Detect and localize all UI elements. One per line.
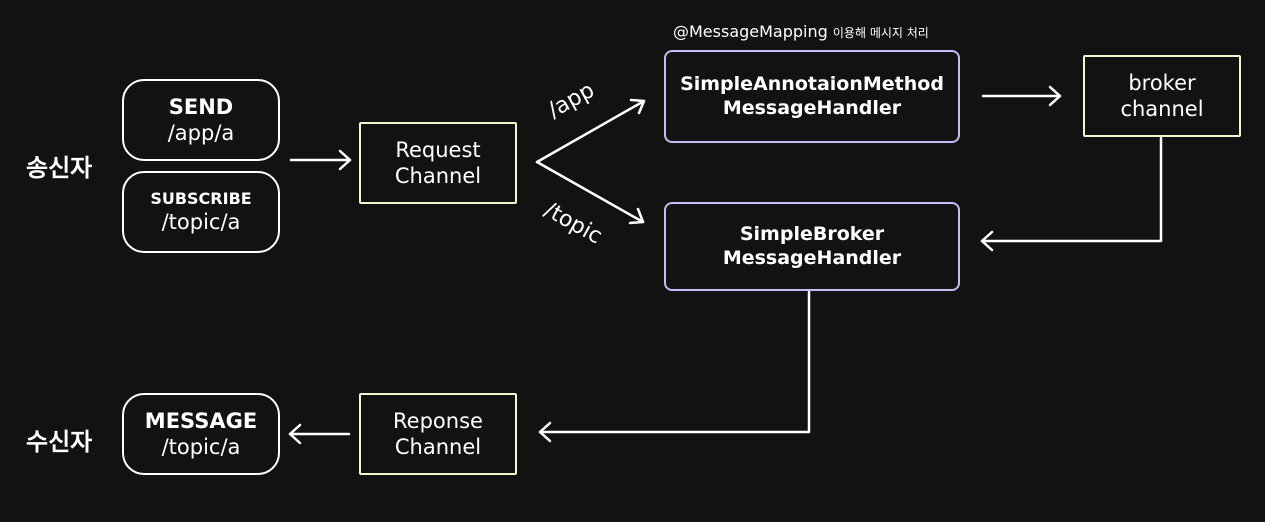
subscribe-box: SUBSCRIBE /topic/a [122,171,280,253]
message-mapping-note-small: 이용해 메시지 처리 [832,26,929,40]
response-channel-box: Reponse Channel [359,393,517,475]
subscribe-title: SUBSCRIBE [150,188,252,208]
arrow-broker-channel-to-broker-handler [980,136,1163,252]
message-mapping-note-main: @MessageMapping [673,22,828,41]
message-title: MESSAGE [144,408,258,433]
send-title: SEND [168,94,234,119]
response-channel-line2: Channel [394,435,482,459]
annotation-handler-line1: SimpleAnnotaionMethod [680,72,944,95]
arrow-request-to-broker [535,160,645,225]
arrow-annotation-to-broker-channel [981,85,1062,107]
arrow-broker-handler-to-response [538,290,811,443]
send-box: SEND /app/a [122,79,280,161]
message-path: /topic/a [161,435,241,459]
broker-handler-line2: MessageHandler [722,246,902,269]
request-channel-line1: Request [395,137,481,162]
request-channel-box: Request Channel [359,122,517,204]
message-box: MESSAGE /topic/a [122,393,280,475]
broker-handler-line1: SimpleBroker [739,222,885,245]
annotation-handler-line2: MessageHandler [722,96,902,119]
send-path: /app/a [167,121,235,145]
receiver-label: 수신자 [26,428,93,456]
subscribe-path: /topic/a [161,209,241,234]
request-channel-line2: Channel [394,164,482,188]
sender-label: 송신자 [26,154,93,182]
response-channel-line1: Reponse [393,408,483,433]
arrow-sender-to-request [289,149,352,171]
arrow-request-to-annotation [535,98,646,164]
message-mapping-note: @MessageMapping 이용해 메시지 처리 [673,22,929,41]
annotation-handler-box: SimpleAnnotaionMethod MessageHandler [664,50,960,143]
broker-channel-line1: broker [1128,70,1196,95]
broker-channel-line2: channel [1120,97,1204,121]
broker-handler-box: SimpleBroker MessageHandler [664,202,960,291]
arrow-response-to-receiver [288,423,351,445]
broker-channel-box: broker channel [1083,55,1241,137]
